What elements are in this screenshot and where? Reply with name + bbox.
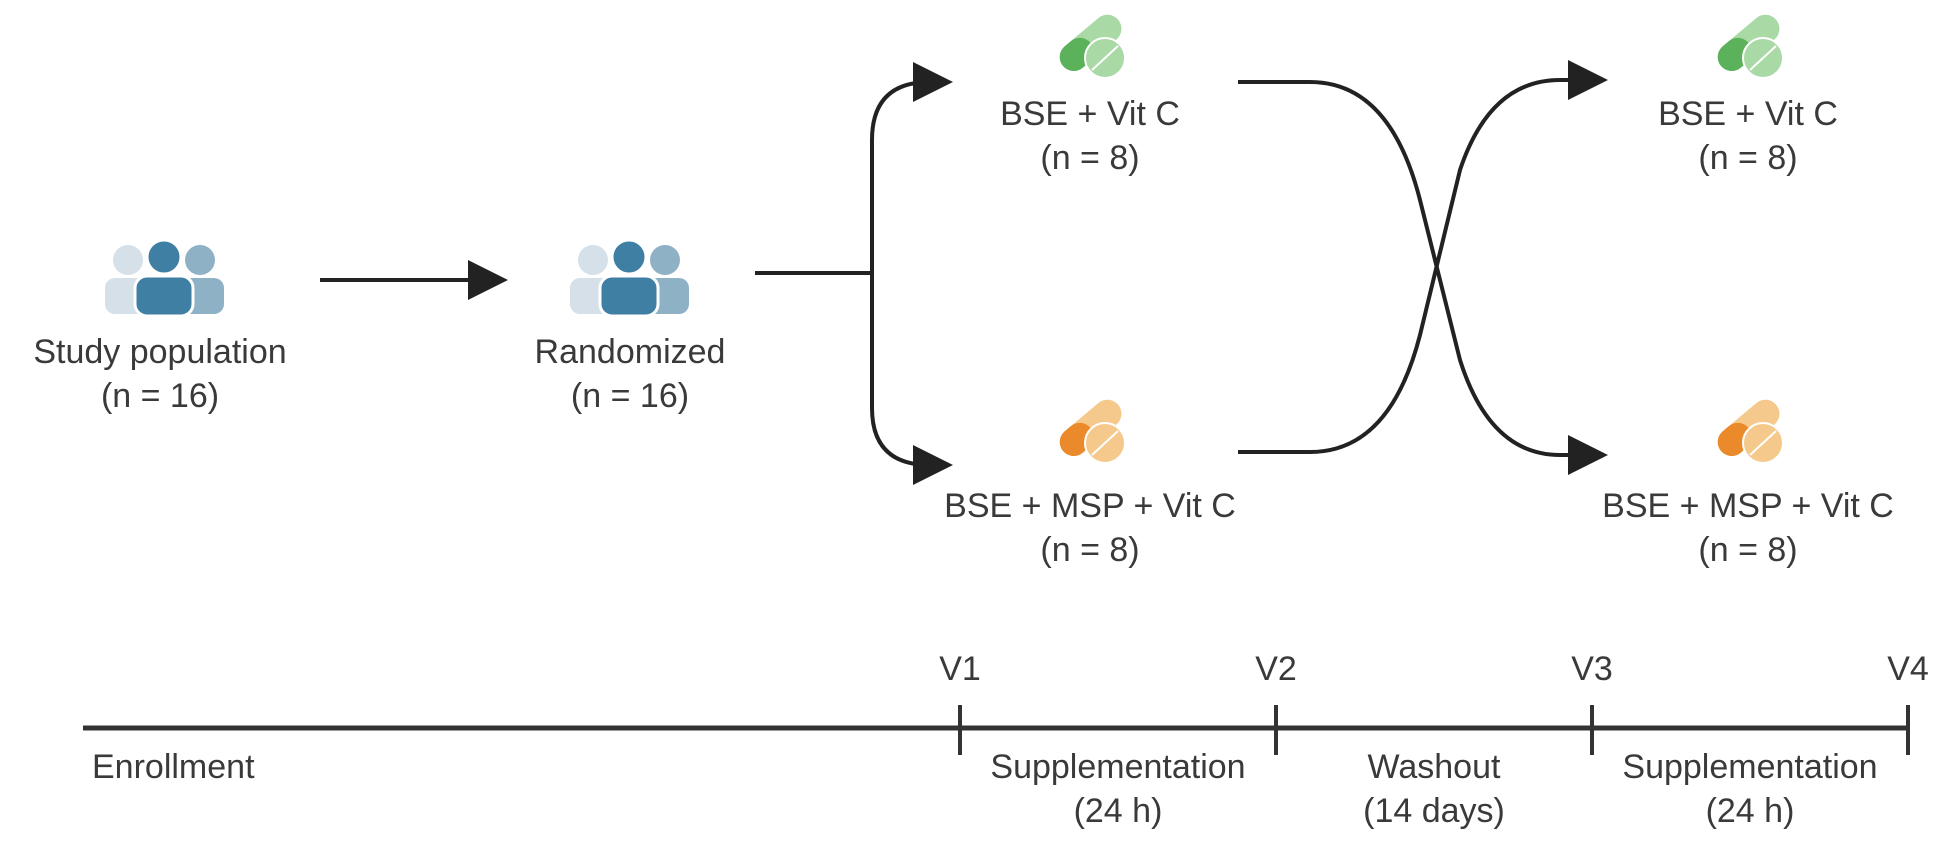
node-randomized: Randomized (n = 16)	[535, 330, 726, 418]
phase-enrollment: Enrollment	[92, 748, 255, 786]
arrow-randomize-top	[870, 62, 953, 273]
visit-label-v2: V2	[1255, 650, 1297, 688]
phase-label: Supplementation	[990, 748, 1246, 786]
phase-supplementation-1: Supplementation (24 h)	[990, 745, 1245, 833]
node-title: BSE + MSP + Vit C	[1602, 487, 1894, 525]
phase-washout: Washout (14 days)	[1363, 745, 1505, 833]
node-arm1-top: BSE + Vit C (n = 8)	[1000, 92, 1180, 180]
phase-supplementation-2: Supplementation (24 h)	[1622, 745, 1877, 833]
node-title: BSE + MSP + Vit C	[944, 487, 1236, 525]
pills-icon	[1059, 399, 1126, 464]
node-arm2-bottom: BSE + MSP + Vit C (n = 8)	[1602, 484, 1894, 572]
visit-label-v4: V4	[1887, 650, 1929, 688]
phase-duration: (14 days)	[1363, 792, 1505, 830]
phase-duration: (24 h)	[1705, 792, 1795, 830]
node-count: (n = 8)	[1698, 531, 1798, 569]
crossover-arrow-top-to-bottom	[1238, 80, 1608, 475]
phase-label: Washout	[1367, 748, 1501, 786]
node-title: Randomized	[534, 333, 726, 371]
arrow-randomize-bottom	[870, 273, 953, 485]
node-title: BSE + Vit C	[1658, 95, 1838, 133]
visit-label-v3: V3	[1571, 650, 1613, 688]
node-count: (n = 8)	[1040, 139, 1140, 177]
node-study-population: Study population (n = 16)	[33, 330, 286, 418]
node-title: BSE + Vit C	[1000, 95, 1180, 133]
phase-label: Supplementation	[1622, 748, 1878, 786]
pills-icon	[1717, 14, 1784, 79]
people-group-icon	[570, 240, 689, 315]
visit-label-v1: V1	[939, 650, 981, 688]
phase-duration: (24 h)	[1073, 792, 1163, 830]
people-group-icon	[105, 240, 224, 315]
node-title: Study population	[33, 333, 287, 371]
node-count: (n = 8)	[1040, 531, 1140, 569]
node-count: (n = 16)	[100, 377, 220, 415]
pills-icon	[1059, 14, 1126, 79]
node-count: (n = 16)	[570, 377, 690, 415]
node-arm1-bottom: BSE + MSP + Vit C (n = 8)	[944, 484, 1236, 572]
node-arm2-top: BSE + Vit C (n = 8)	[1658, 92, 1838, 180]
pills-icon	[1717, 399, 1784, 464]
node-count: (n = 8)	[1698, 139, 1798, 177]
crossover-arrow-bottom-to-top	[1238, 60, 1608, 454]
